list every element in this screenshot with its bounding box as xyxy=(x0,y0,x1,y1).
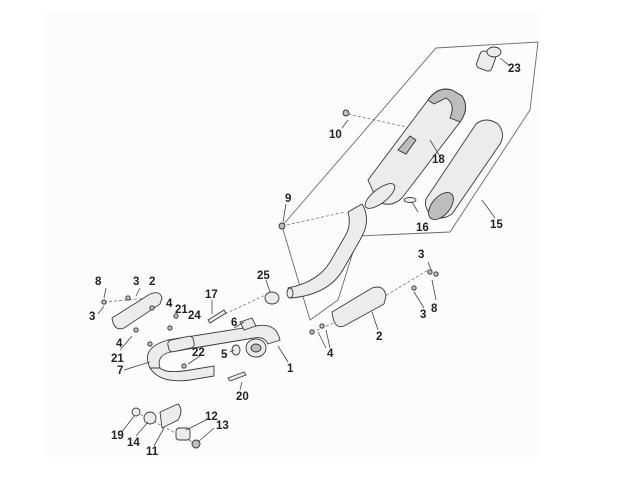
end-cap xyxy=(476,46,502,72)
leader-lines xyxy=(97,57,511,447)
callout-24: 24 xyxy=(188,310,201,322)
callout-4-right: 4 xyxy=(327,348,334,360)
callout-7: 7 xyxy=(117,365,123,377)
gasket-16 xyxy=(403,197,417,203)
callout-2-left: 2 xyxy=(149,276,155,288)
screw-9 xyxy=(278,222,286,230)
callout-4-upper: 4 xyxy=(166,298,173,310)
callout-22: 22 xyxy=(192,347,205,359)
callout-8-right: 8 xyxy=(431,303,438,315)
screw-10 xyxy=(342,109,350,117)
callout-12: 12 xyxy=(205,411,218,423)
link-pipe-inlet xyxy=(286,287,294,299)
callout-19: 19 xyxy=(111,430,124,442)
callout-16: 16 xyxy=(416,222,429,234)
callout-3-left: 3 xyxy=(89,311,95,323)
callout-8-left: 8 xyxy=(95,276,102,288)
callout-1: 1 xyxy=(287,363,294,375)
diagram-background xyxy=(42,12,538,457)
clamp-ring-25 xyxy=(264,291,280,305)
callout-13: 13 xyxy=(216,420,229,432)
callout-9: 9 xyxy=(285,193,291,205)
heat-shield-left xyxy=(111,292,163,330)
gasket-5 xyxy=(231,344,241,356)
silencer-body xyxy=(364,88,466,209)
spring-20 xyxy=(227,371,247,382)
link-pipe xyxy=(287,203,367,299)
callout-25: 25 xyxy=(257,270,270,282)
callout-5: 5 xyxy=(221,349,228,361)
callout-21-upper: 21 xyxy=(175,304,188,316)
silencer-packing xyxy=(425,119,503,221)
callout-10: 10 xyxy=(329,129,342,141)
callout-15: 15 xyxy=(490,219,503,231)
callout-labels: 1 2 2 3 3 3 3 4 4 4 5 6 7 8 8 9 10 11 12… xyxy=(89,63,521,458)
fasteners xyxy=(101,269,439,369)
callout-21-left: 21 xyxy=(111,353,124,365)
callout-20: 20 xyxy=(236,391,249,403)
callout-3-upper-right: 3 xyxy=(418,249,424,261)
callout-2-right: 2 xyxy=(376,331,382,343)
heat-shield-right xyxy=(331,286,387,328)
callout-11: 11 xyxy=(146,446,159,458)
callout-6: 6 xyxy=(231,317,237,329)
callout-3-upper-left: 3 xyxy=(133,276,139,288)
callout-17: 17 xyxy=(205,289,218,301)
assembly-line-bolts-left xyxy=(103,297,151,303)
mount-hardware xyxy=(131,403,201,449)
callout-18: 18 xyxy=(432,154,445,166)
spring-17 xyxy=(207,309,227,324)
assembly-line-screw-9 xyxy=(281,211,346,227)
callout-4-left: 4 xyxy=(116,338,123,350)
callout-14: 14 xyxy=(127,437,140,449)
callout-23: 23 xyxy=(508,63,521,75)
callout-3-lower-right: 3 xyxy=(420,309,426,321)
assembly-line-bracket xyxy=(381,269,429,299)
silencer-group-frame xyxy=(281,41,539,321)
header-pipe xyxy=(146,324,281,382)
flange-6 xyxy=(239,317,257,331)
